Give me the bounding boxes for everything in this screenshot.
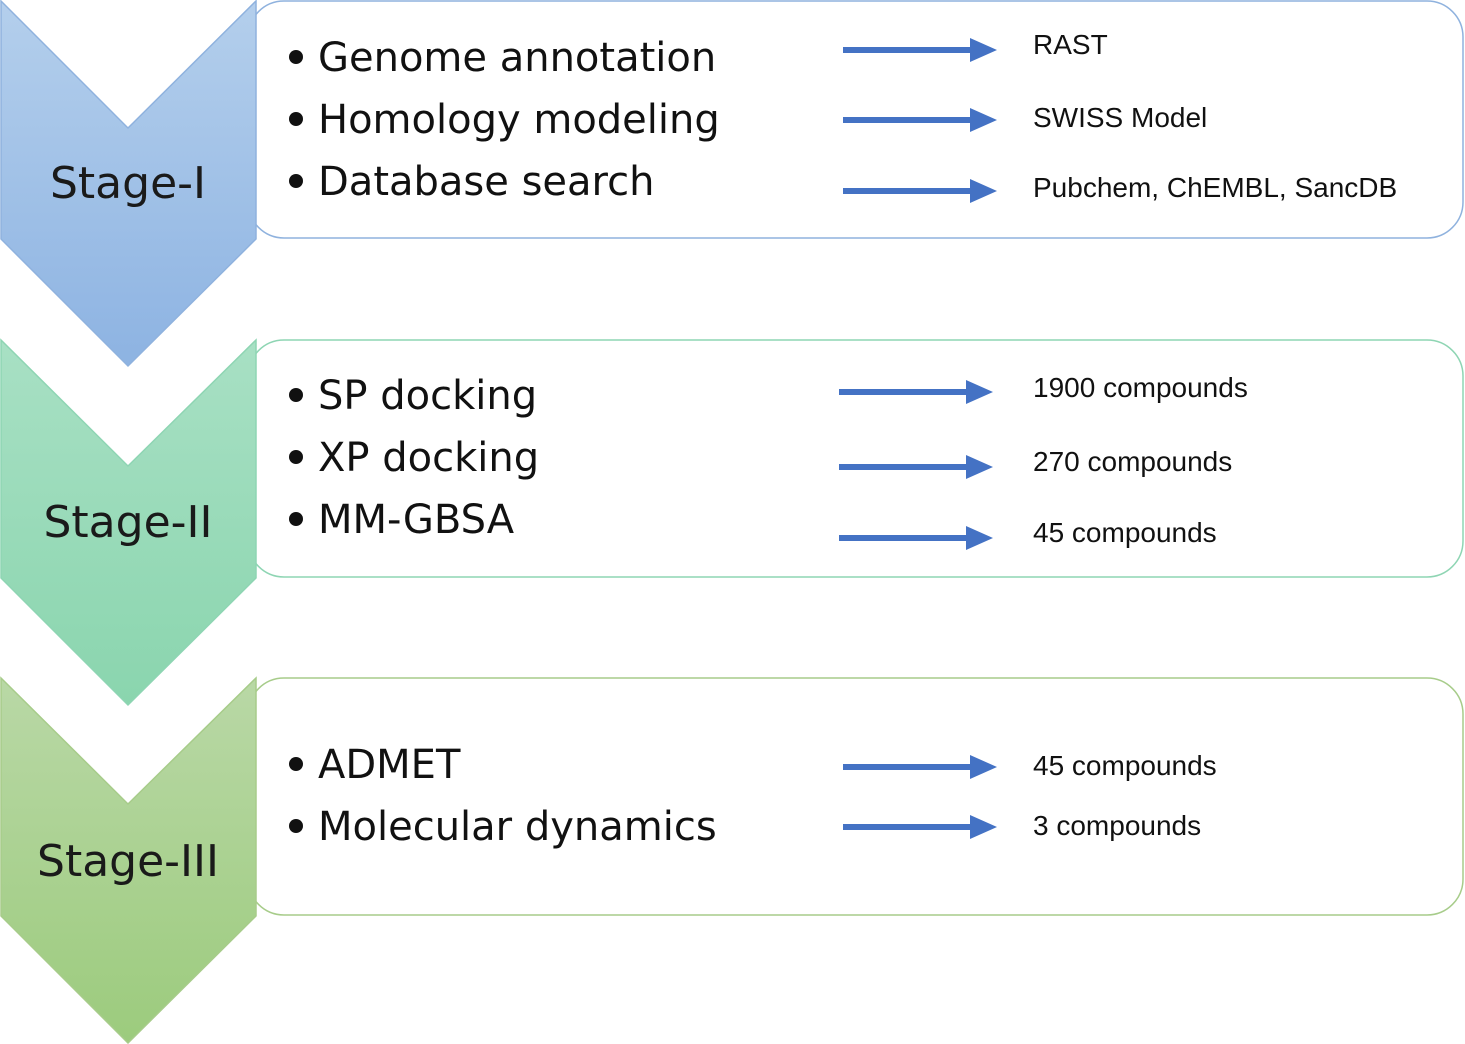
stage-3-result-1: 45 compounds — [1033, 750, 1217, 781]
bullet-icon — [289, 50, 303, 64]
stage-2-item-2: XP docking — [318, 435, 539, 481]
bullet-icon — [289, 174, 303, 188]
bullet-icon — [289, 450, 303, 464]
stage-1-result-2: SWISS Model — [1033, 102, 1207, 133]
stage-2-item-3: MM-GBSA — [318, 497, 515, 543]
stage-2-group: Stage-II SP docking XP docking MM-GBSA 1… — [0, 338, 1464, 707]
right-arrow-icon — [839, 526, 993, 550]
stage-1-item-2: Homology modeling — [318, 97, 720, 143]
stage-1-group: Stage-I Genome annotation Homology model… — [0, 0, 1464, 368]
stage-1-item-1: Genome annotation — [318, 35, 716, 81]
right-arrow-icon — [839, 380, 993, 404]
right-arrow-icon — [843, 815, 997, 839]
stage-2-result-3: 45 compounds — [1033, 517, 1217, 548]
bullet-icon — [289, 819, 303, 833]
stage-3-item-1: ADMET — [318, 742, 461, 788]
right-arrow-icon — [843, 179, 997, 203]
stage-3-chevron — [0, 676, 257, 1044]
stage-2-item-1: SP docking — [318, 373, 537, 419]
stage-1-result-1: RAST — [1033, 29, 1108, 60]
stage-1-chevron — [0, 0, 257, 368]
stage-2-result-1: 1900 compounds — [1033, 372, 1248, 403]
bullet-icon — [289, 512, 303, 526]
stage-3-label: Stage-III — [37, 836, 219, 887]
bullet-icon — [289, 112, 303, 126]
bullet-icon — [289, 757, 303, 771]
right-arrow-icon — [843, 755, 997, 779]
stage-2-result-2: 270 compounds — [1033, 446, 1232, 477]
right-arrow-icon — [839, 455, 993, 479]
stage-1-label: Stage-I — [50, 158, 206, 209]
stage-2-chevron — [0, 338, 257, 707]
right-arrow-icon — [843, 38, 997, 62]
stage-3-box — [247, 677, 1464, 916]
stage-3-group: Stage-III ADMET Molecular dynamics 45 co… — [0, 676, 1464, 1044]
right-arrow-icon — [843, 108, 997, 132]
stage-1-result-3: Pubchem, ChEMBL, SancDB — [1033, 172, 1397, 203]
stage-1-item-3: Database search — [318, 159, 654, 205]
bullet-icon — [289, 388, 303, 402]
stage-3-item-2: Molecular dynamics — [318, 804, 717, 850]
stage-3-result-2: 3 compounds — [1033, 810, 1201, 841]
stage-2-label: Stage-II — [44, 497, 213, 548]
